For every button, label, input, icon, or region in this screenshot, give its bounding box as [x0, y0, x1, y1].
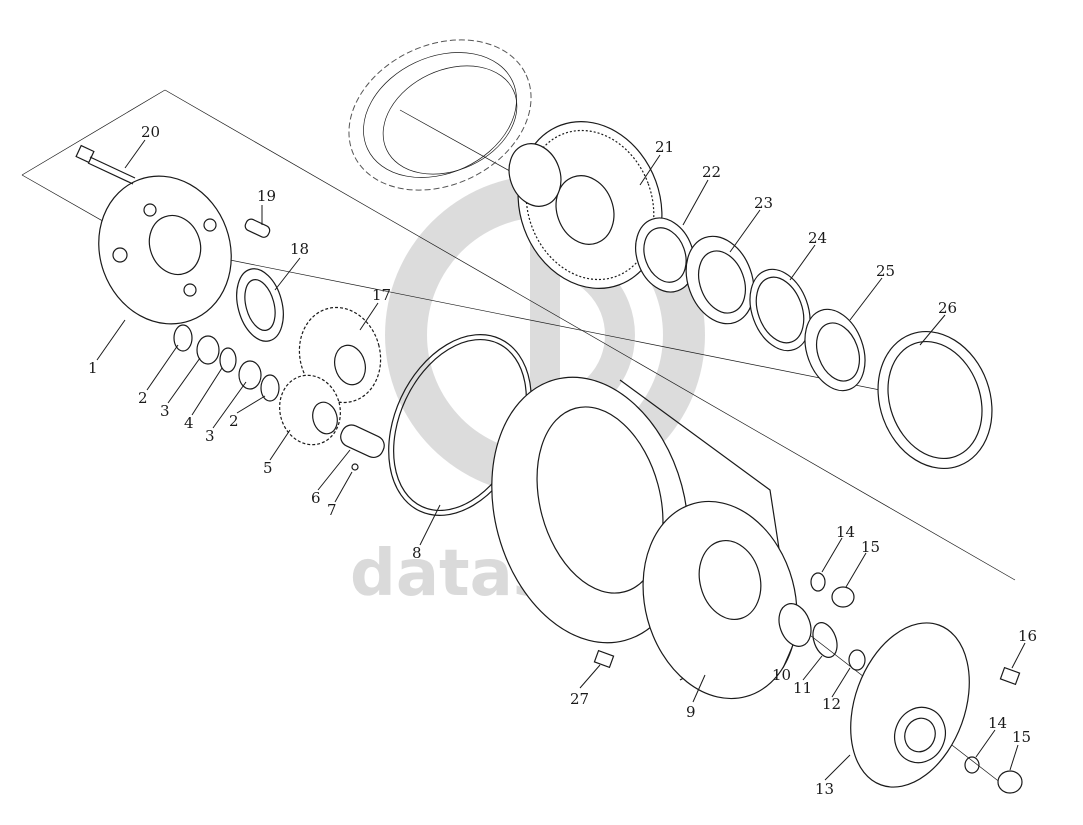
lock-nut	[804, 308, 866, 392]
seal-ring-upper	[810, 572, 826, 592]
planet-carrier-flange	[98, 175, 232, 325]
callout-11: 11	[793, 679, 812, 697]
plug-upper	[831, 586, 855, 608]
callout-3-right: 3	[205, 427, 215, 445]
callout-17: 17	[372, 286, 391, 304]
oil-seal	[877, 330, 993, 470]
cover-bolt	[999, 666, 1021, 686]
callout-10: 10	[772, 666, 791, 684]
wheel-hub-housing	[491, 376, 798, 700]
thrust-washer	[635, 217, 695, 293]
callout-19: 19	[257, 187, 276, 205]
callout-1: 1	[88, 359, 98, 377]
callout-18: 18	[290, 240, 309, 258]
callout-2-right: 2	[229, 412, 239, 430]
plug-lower	[997, 770, 1023, 794]
leader-lines	[96, 139, 1026, 781]
callout-15-lower: 15	[1012, 728, 1031, 746]
callout-4: 4	[184, 414, 194, 432]
callout-14-lower: 14	[988, 714, 1007, 732]
callout-23: 23	[754, 194, 773, 212]
callout-15-upper: 15	[861, 538, 880, 556]
callout-20: 20	[141, 123, 160, 141]
end-cover	[850, 622, 970, 788]
planet-gear-small	[279, 374, 341, 446]
plug-12	[848, 649, 866, 671]
snap-ring	[812, 622, 838, 658]
washer-10	[778, 603, 812, 647]
callout-25: 25	[876, 262, 895, 280]
steel-ball	[351, 463, 359, 471]
bolt	[75, 144, 136, 185]
callout-3-left: 3	[160, 402, 170, 420]
bearing-stack	[173, 324, 280, 402]
callout-9: 9	[686, 703, 696, 721]
callout-7: 7	[327, 501, 337, 519]
sun-gear-hub	[508, 121, 663, 289]
callout-labels: 20 19 18 17 1 2 3 4 3 2 5 6 7 8 21 22 23…	[88, 123, 1037, 798]
callout-26: 26	[938, 299, 957, 317]
callout-14-upper: 14	[836, 523, 855, 541]
callout-22: 22	[702, 163, 721, 181]
ring-gear	[348, 39, 532, 191]
callout-13: 13	[815, 780, 834, 798]
callout-24: 24	[808, 229, 827, 247]
callout-8: 8	[412, 544, 422, 562]
callout-2-left: 2	[138, 389, 148, 407]
housing-screw	[593, 649, 615, 669]
seal-ring-lower	[964, 756, 980, 774]
callout-5: 5	[263, 459, 273, 477]
planet-washer	[236, 268, 284, 342]
callout-21: 21	[655, 138, 674, 156]
callout-27: 27	[570, 690, 589, 708]
planet-shaft	[340, 424, 385, 459]
callout-16: 16	[1018, 627, 1037, 645]
lock-washer	[749, 268, 811, 352]
callout-12: 12	[822, 695, 841, 713]
dowel-pin	[244, 218, 271, 238]
bearing	[685, 235, 755, 325]
callout-6: 6	[311, 489, 321, 507]
